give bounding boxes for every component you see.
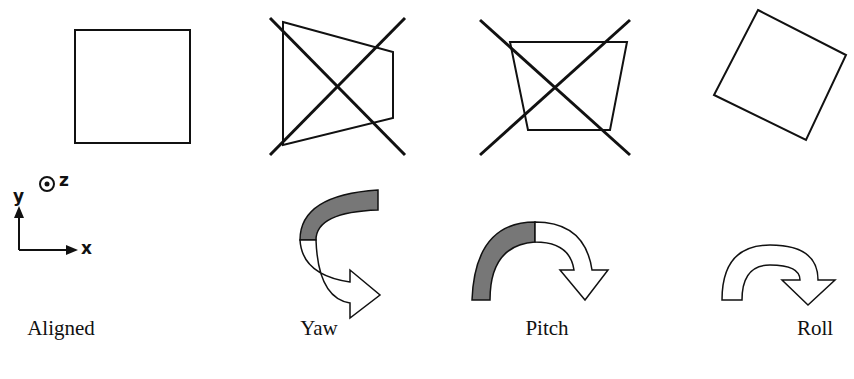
pitch-arrow [535,222,608,300]
cross-line [480,20,630,155]
yaw-arrow-band [300,190,378,240]
roll-square [714,10,846,140]
z-axis-symbol [40,177,54,191]
cross-line [270,18,405,155]
pitch-arrow-band [472,222,535,300]
caption-label: Pitch [525,318,568,339]
arrowhead [66,245,78,255]
yaw-arrow [300,240,380,318]
caption-label: Yaw [300,318,338,339]
cross-line [480,20,630,155]
axis-label: y [13,188,24,205]
y-axis [18,216,20,250]
z-axis-dot [45,182,50,187]
pitch-trapezoid [510,42,627,130]
roll-arrow [722,245,835,305]
caption-label: Aligned [27,318,95,339]
aligned-square [75,30,190,143]
arrowhead [14,206,24,218]
axis-label: x [81,240,92,257]
caption-label: Roll [797,318,833,339]
cross-line [270,18,405,155]
x-axis [19,249,70,251]
axis-label: z [59,172,69,189]
